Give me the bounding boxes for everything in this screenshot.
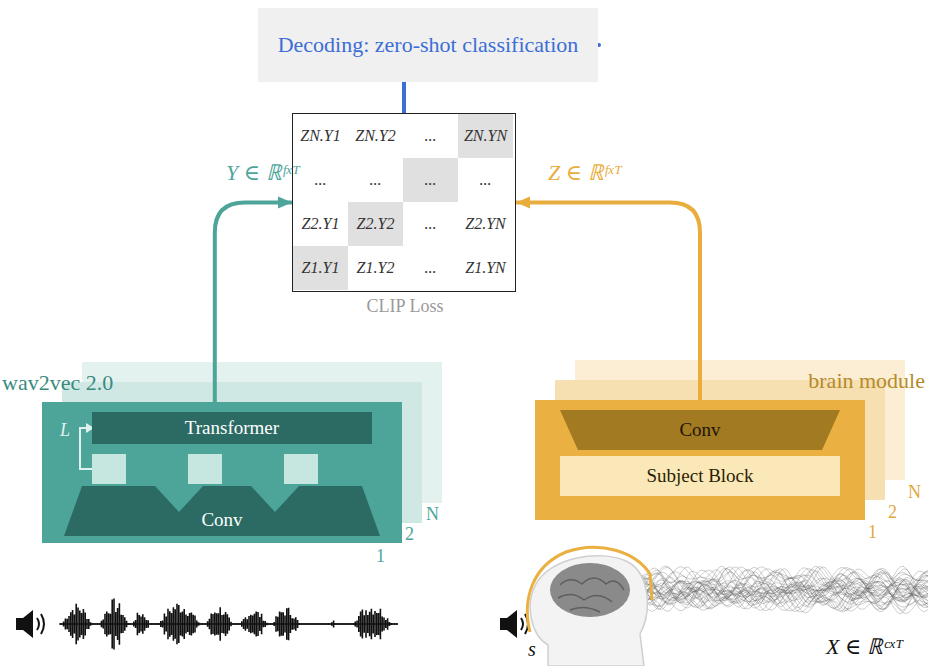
audio-waveform <box>60 599 398 650</box>
matrix-cell: ... <box>348 158 403 202</box>
node-heading: wav2vec 2.0 <box>2 370 172 396</box>
meg-trace <box>640 570 928 613</box>
matrix-cell: ZN.YN <box>458 114 513 158</box>
meg-trace <box>640 567 928 610</box>
matrix-cell: ... <box>293 158 348 202</box>
cell-text: ... <box>370 170 382 189</box>
layer-symbol: L <box>60 420 70 441</box>
cell-text: Z2.Y1 <box>302 214 340 233</box>
cell-text: ZN.Y1 <box>300 126 340 145</box>
conv-trapezoid: Conv <box>560 410 840 450</box>
clip-matrix: CLIP LossZN.Y1ZN.Y2...ZN.YN............Z… <box>292 113 516 292</box>
node-text: Decoding: zero-shot classification <box>278 32 579 58</box>
cell-text: Z1.Y1 <box>302 258 340 277</box>
edge-label: Y ∈ ℝᶠˣᵀ <box>226 156 300 186</box>
edge-label: Z ∈ ℝᶠˣᵀ <box>548 156 622 186</box>
cell-text: ... <box>425 170 437 189</box>
matrix-cell: ... <box>403 114 458 158</box>
cell-text: ... <box>315 170 327 189</box>
brain-module-panel: brain moduleConvSubject Block <box>535 400 865 520</box>
wav2vec-panel: wav2vec 2.0TransformerConv <box>42 402 402 543</box>
meg-signal-label: X ∈ ℝᶜˣᵀ <box>826 630 903 660</box>
meg-trace <box>640 567 928 612</box>
matrix-cell: Z1.YN <box>458 246 513 290</box>
cell-text: ZN.Y2 <box>355 126 395 145</box>
subject-symbol: s <box>528 638 536 661</box>
matrix-cell: ZN.Y1 <box>293 114 348 158</box>
subject-block: Subject Block <box>560 456 840 496</box>
meg-trace <box>640 568 928 612</box>
matrix-cell: ... <box>403 246 458 290</box>
cell-text: ... <box>425 214 437 233</box>
cell-text: Z2.YN <box>465 214 505 233</box>
transformer-box: Transformer <box>92 412 372 444</box>
matrix-cell: ... <box>403 158 458 202</box>
node-text: Conv <box>201 509 242 532</box>
stack-index: N <box>908 482 921 503</box>
waveform-baseline <box>60 623 398 625</box>
meg-trace <box>640 566 928 612</box>
matrix-cell: Z2.Y2 <box>348 202 403 246</box>
conv-trapezoid: Conv <box>64 486 380 536</box>
node-text: Transformer <box>185 417 279 440</box>
head-illustration <box>527 547 652 666</box>
stack-index: 1 <box>376 546 385 567</box>
meg-trace <box>640 567 928 611</box>
node-heading: CLIP Loss <box>293 296 517 317</box>
meg-traces <box>640 566 928 614</box>
cell-text: Z1.Y2 <box>357 258 395 277</box>
cell-text: ZN.YN <box>464 126 507 145</box>
stack-index: N <box>426 504 439 525</box>
matrix-cell: Z2.Y1 <box>293 202 348 246</box>
flow-arrow <box>517 203 700 401</box>
matrix-cell: ... <box>403 202 458 246</box>
matrix-cell: ... <box>458 158 513 202</box>
node-text: Conv <box>679 419 720 442</box>
cell-text: Z1.YN <box>465 258 505 277</box>
meg-trace <box>640 566 928 611</box>
cell-text: ... <box>425 258 437 277</box>
decoding-box: Decoding: zero-shot classification <box>258 8 598 82</box>
cell-text: ... <box>480 170 492 189</box>
speaker-icon <box>500 610 528 638</box>
flow-arrow <box>215 203 291 403</box>
matrix-cell: ZN.Y2 <box>348 114 403 158</box>
stack-index: 1 <box>868 522 877 543</box>
stack-index: 2 <box>888 502 897 523</box>
node-text: Subject Block <box>646 465 753 488</box>
matrix-cell: Z1.Y2 <box>348 246 403 290</box>
stack-index: 2 <box>405 524 414 545</box>
node-heading: brain module <box>765 368 925 394</box>
speaker-icon <box>16 610 44 638</box>
meg-trace <box>640 572 928 611</box>
cell-text: ... <box>425 126 437 145</box>
matrix-cell: Z2.YN <box>458 202 513 246</box>
cell-text: Z2.Y2 <box>357 214 395 233</box>
matrix-cell: Z1.Y1 <box>293 246 348 290</box>
